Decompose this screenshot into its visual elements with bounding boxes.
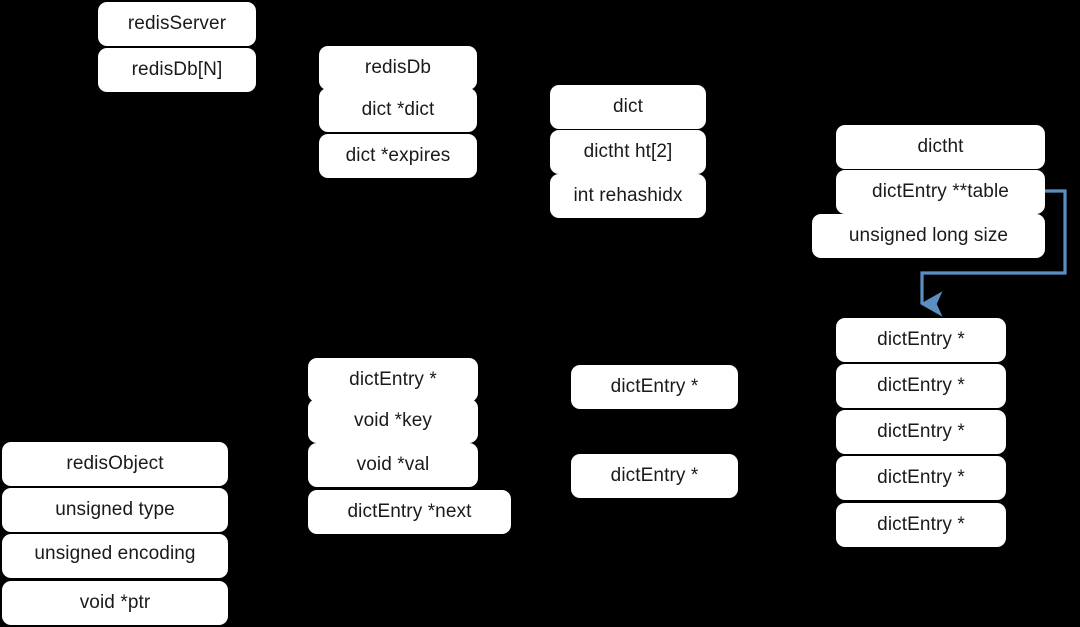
node-redisobject: redisObject — [2, 442, 228, 486]
node-redisobject: unsigned type — [2, 488, 228, 532]
node-dictentry-struct: dictEntry * — [308, 358, 478, 402]
node-redisobject: unsigned encoding — [2, 534, 228, 578]
node-dictentry-struct: dictEntry *next — [308, 490, 511, 534]
node-dictentry-struct: void *key — [308, 399, 478, 443]
node-redisdb: dict *expires — [319, 134, 477, 178]
node-dictentry-table-column: dictEntry * — [836, 503, 1006, 547]
node-redisobject: void *ptr — [2, 581, 228, 625]
node-dictentry-struct: void *val — [308, 443, 478, 487]
node-redisdb: dict *dict — [319, 88, 477, 132]
node-dictht: dictht — [836, 125, 1045, 169]
node-dict: dictht ht[2] — [550, 130, 706, 174]
node-dictht: unsigned long size — [812, 214, 1045, 258]
node-redisdb: redisDb — [319, 46, 477, 90]
node-redisserver: redisDb[N] — [98, 48, 256, 92]
node-redisserver: redisServer — [98, 2, 256, 46]
node-dictentry-middle-column: dictEntry * — [571, 365, 738, 409]
node-dictentry-middle-column: dictEntry * — [571, 454, 738, 498]
node-dictentry-table-column: dictEntry * — [836, 456, 1006, 500]
node-dict: int rehashidx — [550, 174, 706, 218]
node-dictht: dictEntry **table — [836, 170, 1045, 214]
node-dictentry-table-column: dictEntry * — [836, 410, 1006, 454]
node-dict: dict — [550, 85, 706, 129]
node-dictentry-table-column: dictEntry * — [836, 318, 1006, 362]
node-dictentry-table-column: dictEntry * — [836, 364, 1006, 408]
